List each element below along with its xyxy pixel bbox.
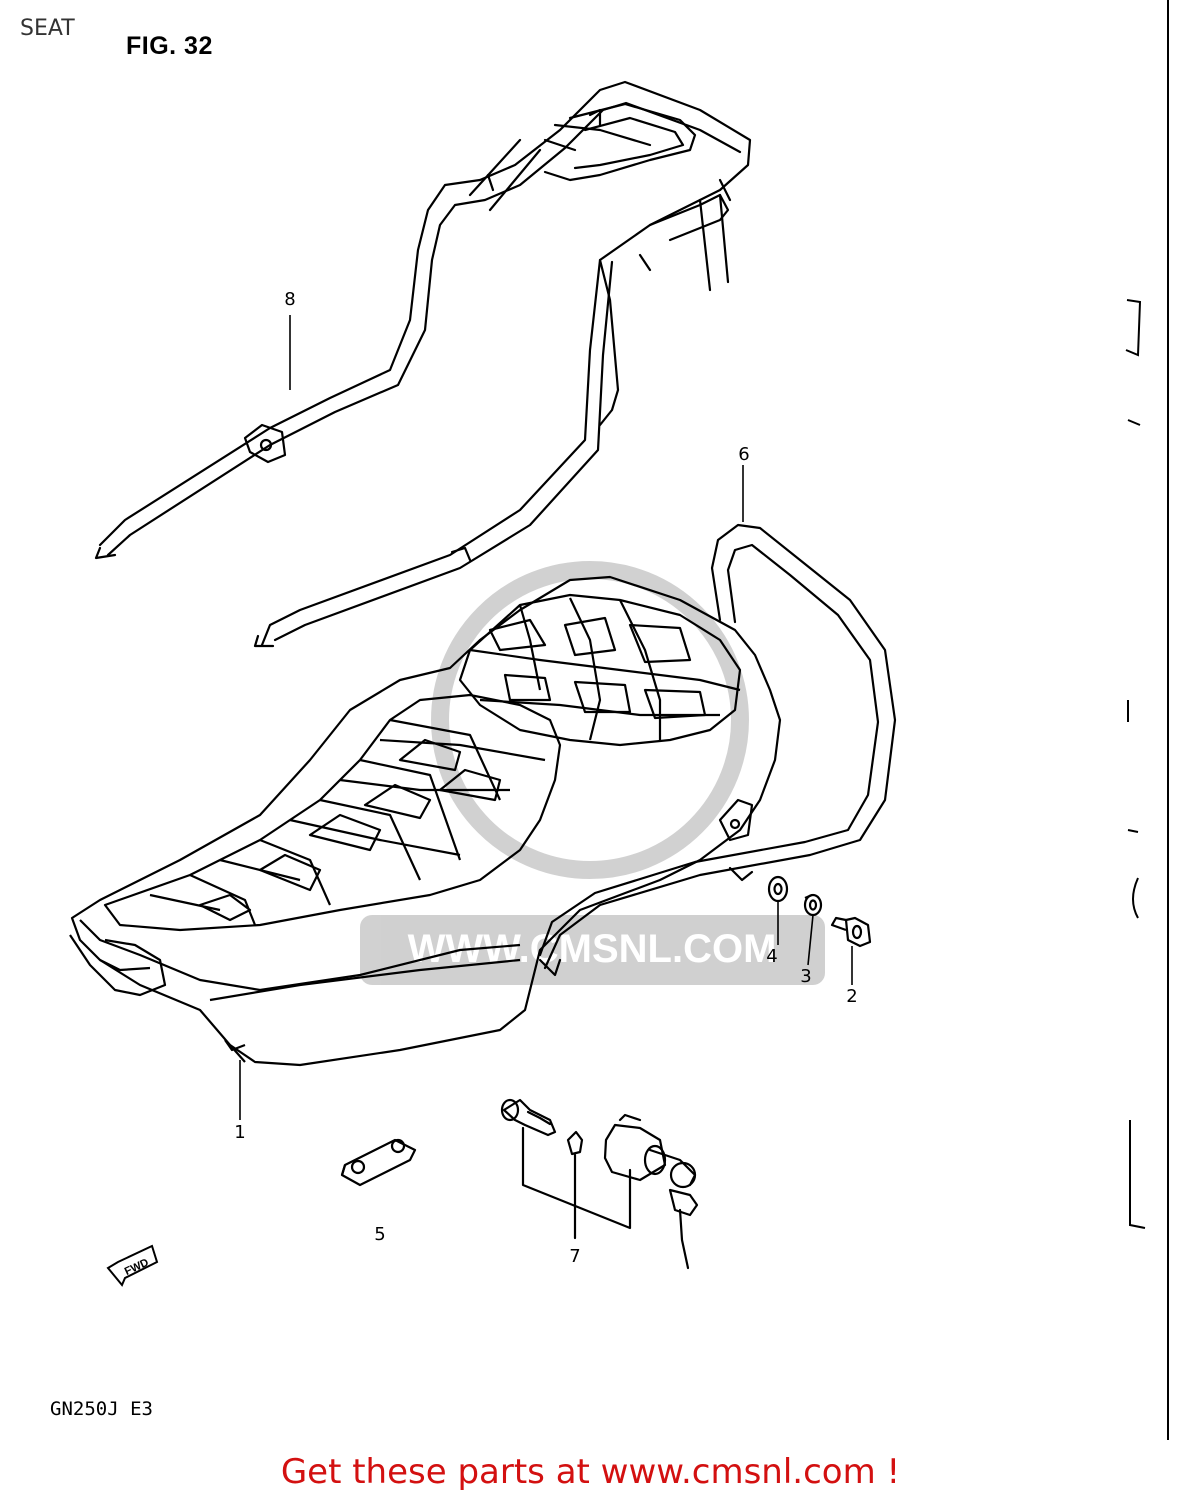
part-4-washer [767,875,789,903]
callout-4: 4 [766,946,777,967]
callout-5: 5 [374,1224,385,1245]
callout-6: 6 [738,444,749,465]
border-scan-marks [1125,299,1146,1229]
model-code: GN250J E3 [50,1398,153,1420]
callout-3: 3 [800,966,811,987]
callout-2: 2 [846,986,857,1007]
part-5-plate [340,1138,417,1187]
part-2-bolt [830,916,872,948]
watermark-logo: WWW.CMSNL.COM [360,561,825,985]
part-8-luggage-rack [94,80,752,648]
page-title: SEAT [20,16,75,41]
part-7-seat-lock-set [500,1098,699,1270]
callout-8: 8 [284,289,295,310]
part-1-seat [69,575,782,1067]
callout-labels: 1 2 3 4 5 6 7 8 [234,289,857,1267]
footer-shop-link[interactable]: Get these parts at www.cmsnl.com ! [280,1452,901,1492]
part-3-lock-washer [803,893,823,917]
part-6-grab-rail [538,523,897,977]
figure-number: FIG. 32 [126,32,213,60]
callout-1: 1 [234,1122,245,1143]
callout-7: 7 [569,1246,580,1267]
forward-direction-marker: FWD [106,1244,159,1287]
callout-leaders [239,315,853,1120]
